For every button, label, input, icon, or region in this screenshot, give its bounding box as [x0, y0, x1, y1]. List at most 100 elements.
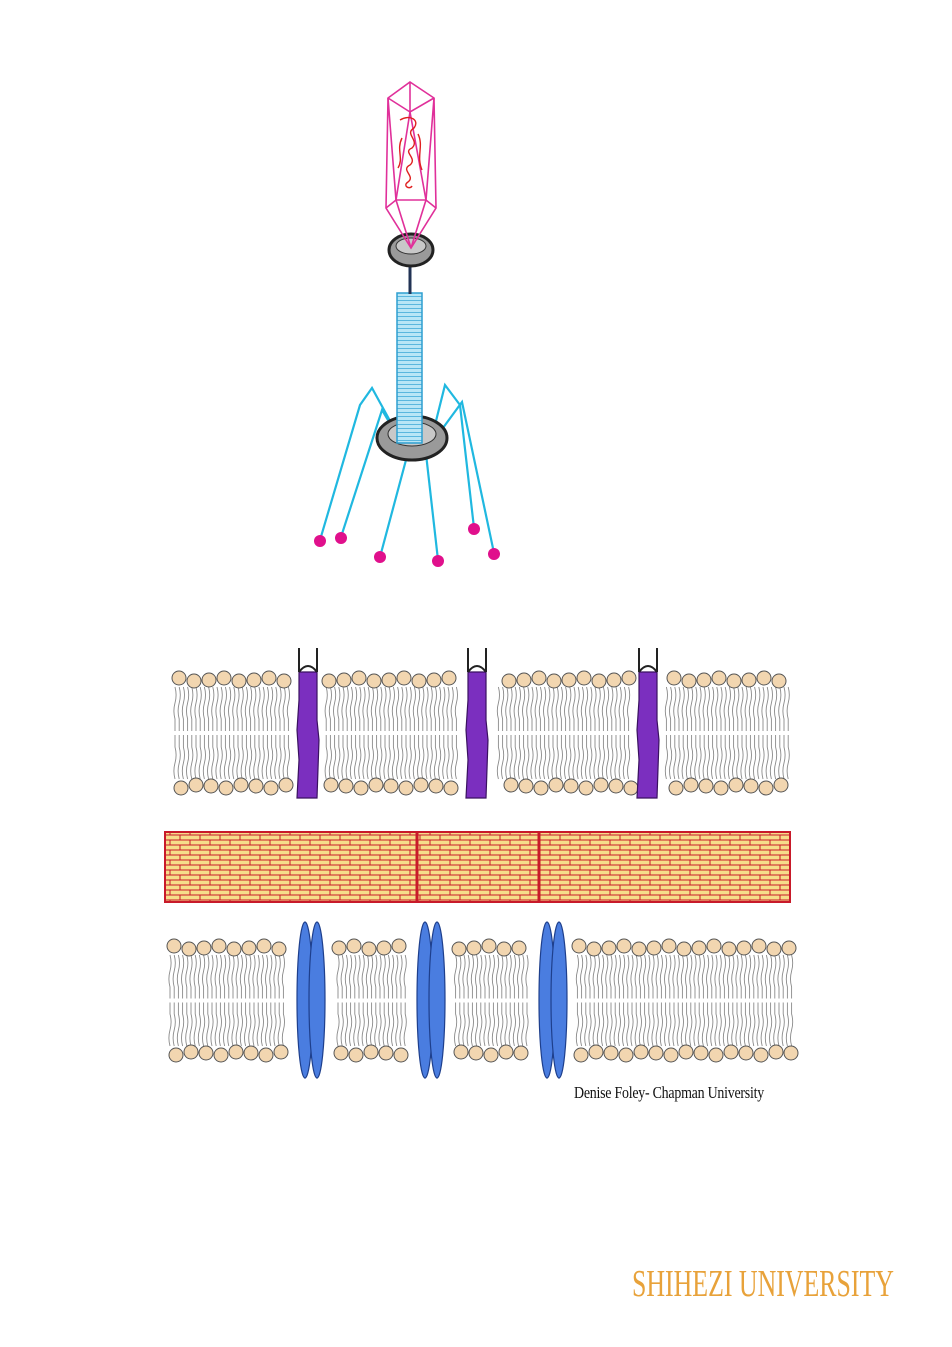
lipid-head: [231, 673, 247, 689]
lipid-head: [668, 780, 684, 796]
lipid-head: [213, 1047, 229, 1063]
fiber-tip: [468, 523, 480, 535]
lipid-head: [183, 1044, 199, 1060]
lipid-head: [261, 670, 277, 686]
lipid-head: [513, 1045, 529, 1061]
lipid-head: [201, 672, 217, 688]
lipid-head: [603, 1045, 619, 1061]
lipid-head: [381, 672, 397, 688]
lipid-head: [676, 941, 692, 957]
lipid-head: [278, 777, 294, 793]
lipid-head: [563, 778, 579, 794]
lipid-head: [393, 1047, 409, 1063]
tail-fiber: [378, 444, 412, 558]
lipid-head: [646, 940, 662, 956]
lipid-head: [351, 670, 367, 686]
lipid-head: [683, 777, 699, 793]
surface-receptor-protein: [296, 648, 320, 799]
lipid-head: [413, 777, 429, 793]
lipid-head: [518, 778, 534, 794]
lipid-head: [353, 780, 369, 796]
lipid-head: [363, 1044, 379, 1060]
lipid-head: [391, 938, 407, 954]
lipid-head: [681, 673, 697, 689]
lipid-head: [743, 778, 759, 794]
lipid-head: [511, 940, 527, 956]
lipid-head: [623, 780, 639, 796]
lipid-head: [678, 1044, 694, 1060]
lipid-head: [498, 1044, 514, 1060]
lipid-head: [426, 672, 442, 688]
lipid-head: [648, 1045, 664, 1061]
lipid-head: [548, 777, 564, 793]
lipid-head: [233, 777, 249, 793]
lipid-head: [496, 941, 512, 957]
lipid-head: [516, 672, 532, 688]
lipid-head: [616, 938, 632, 954]
lipid-head: [396, 670, 412, 686]
lipid-head: [348, 1047, 364, 1063]
lipid-head: [588, 1044, 604, 1060]
capsid-head: [385, 81, 437, 250]
lipid-head: [321, 673, 337, 689]
lipid-head: [766, 941, 782, 957]
lipid-head: [443, 780, 459, 796]
lipid-head: [741, 672, 757, 688]
fiber-tip: [374, 551, 386, 563]
lipid-tails: [173, 686, 790, 780]
lipid-head: [661, 938, 677, 954]
lipid-head: [441, 670, 457, 686]
lipid-head: [171, 670, 187, 686]
lipid-head: [501, 673, 517, 689]
lipid-head: [708, 1047, 724, 1063]
lipid-head: [601, 940, 617, 956]
lipid-head: [368, 777, 384, 793]
lipid-head: [758, 780, 774, 796]
lipid-head: [336, 672, 352, 688]
lipid-head: [618, 1047, 634, 1063]
surface-receptor-protein: [465, 648, 489, 799]
lipid-heads: [166, 938, 799, 1063]
lipid-head: [333, 1045, 349, 1061]
lipid-head: [738, 1045, 754, 1061]
university-brand: SHIHEZI UNIVERSITY: [632, 1263, 894, 1305]
fiber-tip: [432, 555, 444, 567]
transmembrane-channel-protein: [538, 921, 568, 1079]
lipid-head: [226, 941, 242, 957]
peptidoglycan-wall: [164, 831, 791, 903]
lipid-head: [691, 940, 707, 956]
lipid-head: [228, 1044, 244, 1060]
lipid-head: [756, 670, 772, 686]
lipid-head: [366, 673, 382, 689]
lipid-head: [593, 777, 609, 793]
lipid-head: [663, 1047, 679, 1063]
phage-dna: [397, 116, 423, 189]
bacteriophage: [314, 81, 500, 567]
lipid-head: [248, 778, 264, 794]
lipid-head: [241, 940, 257, 956]
lipid-head: [693, 1045, 709, 1061]
lipid-head: [781, 940, 797, 956]
fiber-tip: [335, 532, 347, 544]
lipid-head: [783, 1045, 799, 1061]
lipid-head: [726, 673, 742, 689]
lipid-head: [196, 940, 212, 956]
lipid-head: [218, 780, 234, 796]
lipid-head: [633, 1044, 649, 1060]
lipid-head: [166, 938, 182, 954]
lipid-head: [721, 941, 737, 957]
lipid-head: [258, 1047, 274, 1063]
lipid-head: [338, 778, 354, 794]
lipid-head: [666, 670, 682, 686]
lipid-head: [591, 673, 607, 689]
lipid-head: [503, 777, 519, 793]
inner-membrane: [166, 921, 799, 1079]
lipid-head: [578, 780, 594, 796]
lipid-head: [273, 1044, 289, 1060]
lipid-head: [533, 780, 549, 796]
lipid-head: [453, 1044, 469, 1060]
lipid-head: [428, 778, 444, 794]
fiber-tip: [314, 535, 326, 547]
lipid-head: [571, 938, 587, 954]
lipid-head: [346, 938, 362, 954]
